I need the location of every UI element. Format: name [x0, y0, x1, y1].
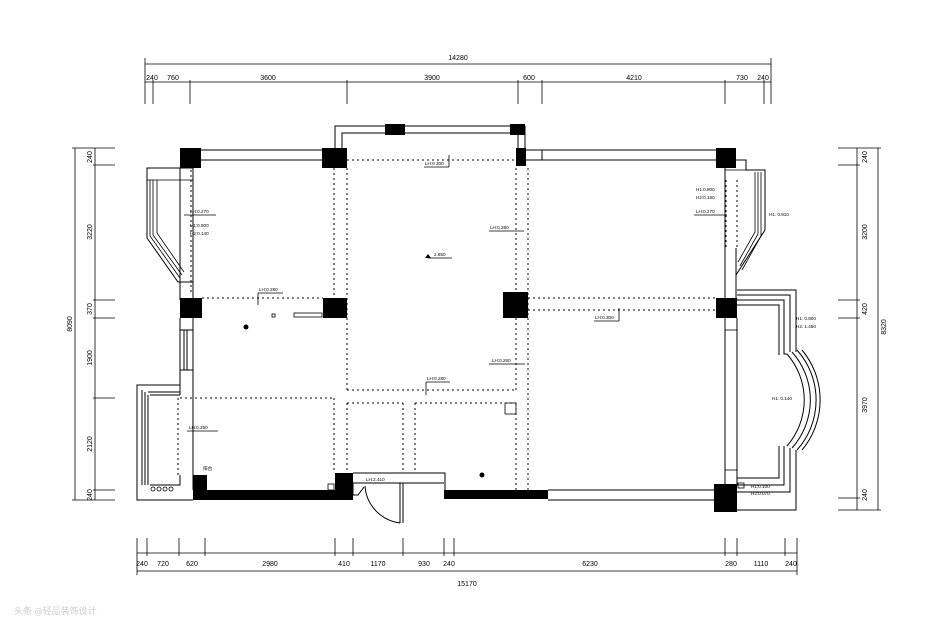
annotation: 阳台: [203, 465, 213, 472]
annotation: H1: 0.800: [796, 316, 816, 321]
top-dim-7: 730: [736, 75, 748, 82]
annotation: LH:0.280: [427, 376, 446, 381]
column: [323, 298, 347, 318]
annotation: H2: 1.450: [796, 324, 816, 329]
annotation: H2:0.150: [696, 195, 715, 200]
annotation: LH:0.270: [190, 209, 209, 214]
left-dim-4: 1900: [87, 350, 94, 366]
top-dim-3: 3600: [260, 75, 276, 82]
column: [714, 484, 737, 512]
entry-door: [352, 483, 404, 524]
annotation: H2:0.140: [190, 231, 209, 236]
left-dimensions: 240 3220 370 1900 2120 240 8090: [67, 147, 115, 501]
annotation: H1:0.800: [190, 223, 209, 228]
bottom-total-dimension: 15170: [457, 581, 477, 588]
right-total-dimension: 8320: [881, 319, 888, 335]
light-point-icon: [243, 324, 249, 330]
top-dim-5: 600: [523, 75, 535, 82]
bottom-dim-11: 1110: [754, 561, 769, 568]
radiator-icon: [293, 312, 323, 318]
column: [716, 148, 736, 168]
bottom-dim-6: 1170: [370, 561, 385, 568]
annotation: H1: 0.910: [769, 212, 789, 217]
right-dim-3: 420: [862, 303, 869, 315]
right-dim-5: 240: [862, 489, 869, 501]
annotation: LH:2.410: [366, 477, 385, 482]
annotation: H1: 0.140: [772, 396, 792, 401]
bottom-dim-12: 240: [785, 561, 797, 568]
column: [385, 124, 405, 135]
column: [180, 148, 201, 168]
column: [510, 124, 525, 135]
top-dim-2: 760: [167, 75, 179, 82]
left-dim-3: 370: [87, 303, 94, 315]
annotation: H2:0.070: [751, 491, 770, 496]
left-dim-6: 240: [87, 489, 94, 501]
fixtures: [150, 254, 745, 492]
left-dim-2: 3220: [87, 224, 94, 240]
pipe-box-icon: [504, 402, 517, 415]
beam-lines: [177, 159, 738, 490]
column: [716, 298, 737, 318]
level-marker-icon: [425, 254, 431, 258]
column: [516, 148, 526, 166]
left-total-dimension: 8090: [67, 316, 74, 332]
bottom-dimensions: 240 720 620 2980 410 1170 930 240 6230 2…: [136, 538, 798, 588]
annotation: H1:0.800: [696, 187, 715, 192]
column: [180, 298, 202, 318]
bottom-dim-8: 240: [443, 561, 455, 568]
switch-icon: [271, 313, 276, 318]
annotation: LH:0.280: [259, 287, 278, 292]
column: [322, 148, 347, 168]
top-dimensions: 14280 240 760 3600 3900 600 4210 730 240: [144, 55, 772, 104]
annotation-leaders: [184, 155, 727, 432]
meter-box-icon: [327, 483, 335, 491]
left-dim-5: 2120: [87, 436, 94, 452]
top-dim-1: 240: [146, 75, 158, 82]
annotation: 2.650: [434, 252, 446, 257]
right-dim-4: 3970: [862, 397, 869, 413]
top-ticks: [144, 58, 772, 104]
bottom-dim-9: 6230: [582, 561, 598, 568]
bottom-dim-3: 620: [186, 561, 198, 568]
watermark: 头条 @轻品装饰设计: [14, 607, 97, 617]
annotation: LH:0.250: [189, 425, 208, 430]
top-dim-8: 240: [757, 75, 769, 82]
right-dim-2: 3200: [862, 224, 869, 240]
bottom-dim-2: 720: [157, 561, 169, 568]
annotation: LH:0.280: [490, 225, 509, 230]
annotation: LH:0.260: [492, 358, 511, 363]
right-dim-1: 240: [862, 151, 869, 163]
bottom-dim-5: 410: [338, 561, 350, 568]
socket-icon: [737, 482, 745, 489]
top-dim-4: 3900: [424, 75, 440, 82]
bottom-dim-4: 2980: [262, 561, 278, 568]
bottom-dim-7: 930: [418, 561, 430, 568]
walls: [136, 125, 821, 511]
left-dim-1: 240: [87, 151, 94, 163]
bottom-dim-1: 240: [136, 561, 148, 568]
top-dim-6: 4210: [626, 75, 642, 82]
columns: [180, 124, 737, 512]
bottom-dim-10: 280: [725, 561, 737, 568]
annotation: LH:0.300: [595, 315, 614, 320]
light-point-icon: [479, 472, 485, 478]
top-total-dimension: 14280: [448, 55, 468, 62]
annotation: H1:0.100: [751, 484, 770, 489]
balcony-drains: [150, 486, 174, 492]
annotation: LH:0.270: [696, 209, 715, 214]
right-dimensions: 240 3200 420 3970 240 8320: [838, 147, 888, 511]
annotation: LH:0.300: [425, 161, 444, 166]
